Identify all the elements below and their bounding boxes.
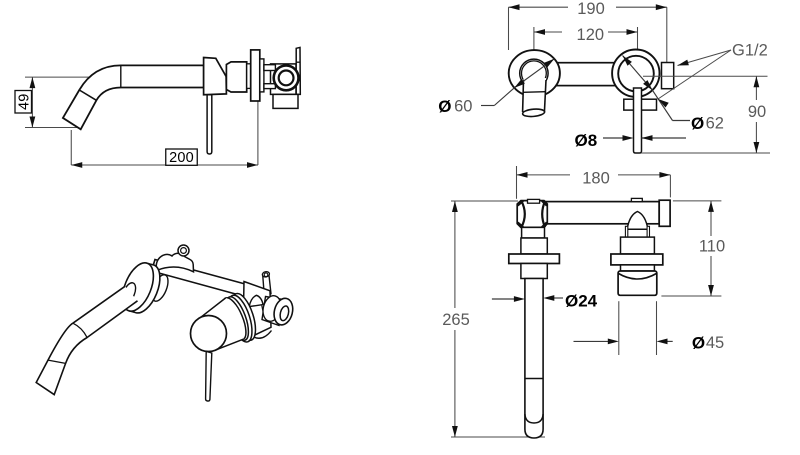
svg-text:Ø: Ø	[691, 114, 704, 133]
svg-text:Ø24: Ø24	[565, 292, 598, 311]
svg-text:G1/2: G1/2	[732, 42, 768, 60]
svg-text:265: 265	[442, 311, 470, 329]
svg-text:90: 90	[748, 103, 766, 121]
svg-text:45: 45	[706, 334, 724, 352]
svg-text:120: 120	[577, 26, 605, 44]
svg-text:110: 110	[699, 238, 725, 256]
svg-text:Ø: Ø	[438, 97, 451, 116]
svg-text:49: 49	[17, 93, 33, 110]
svg-text:200: 200	[169, 150, 194, 166]
svg-text:Ø8: Ø8	[575, 131, 598, 150]
svg-text:Ø: Ø	[692, 334, 705, 353]
svg-text:62: 62	[706, 115, 724, 133]
svg-text:190: 190	[577, 0, 605, 18]
svg-text:180: 180	[582, 169, 610, 187]
svg-text:60: 60	[454, 98, 472, 116]
